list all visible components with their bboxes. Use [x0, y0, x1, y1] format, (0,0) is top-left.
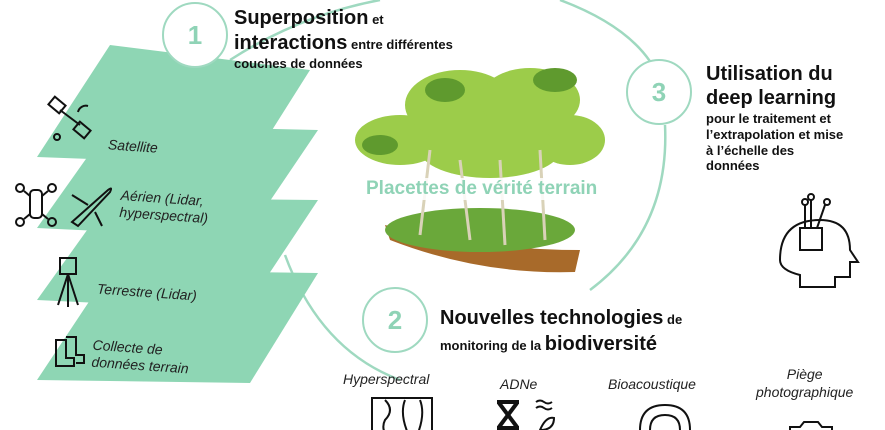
boots-icon — [55, 336, 85, 367]
tech-adne: ADNe — [500, 376, 538, 392]
hyperspectral-cube-icon — [371, 397, 433, 430]
dna-icon — [497, 399, 556, 430]
drone-icon — [15, 183, 57, 227]
bioacoustic-icon — [639, 403, 691, 430]
step-1-badge: 1 — [162, 2, 228, 68]
ai-head-icon — [778, 193, 860, 288]
center-label: Placettes de vérité terrain — [362, 178, 602, 200]
step-2-badge: 2 — [362, 287, 428, 353]
airplane-icon — [70, 187, 113, 228]
forest-plot-image — [355, 68, 605, 273]
tech-bioacoustique: Bioacoustique — [608, 376, 696, 392]
data-layers — [37, 45, 318, 383]
layer-field — [37, 270, 318, 383]
step-1-text: Superposition et interactions entre diff… — [234, 7, 453, 71]
tripod-scanner-icon — [57, 257, 79, 307]
step-3-text: Utilisation du deep learning pour le tra… — [706, 63, 844, 174]
step-3-badge: 3 — [626, 59, 692, 125]
layer-label-satellite: Satellite — [107, 136, 159, 156]
layer-label-aerial: Aérien (Lidar,hyperspectral) — [118, 186, 209, 226]
satellite-icon — [47, 95, 92, 141]
tech-hyperspectral: Hyperspectral — [343, 371, 430, 387]
step-2-text: Nouvelles technologies de monitoring de … — [440, 307, 683, 355]
camera-icon — [789, 421, 833, 430]
